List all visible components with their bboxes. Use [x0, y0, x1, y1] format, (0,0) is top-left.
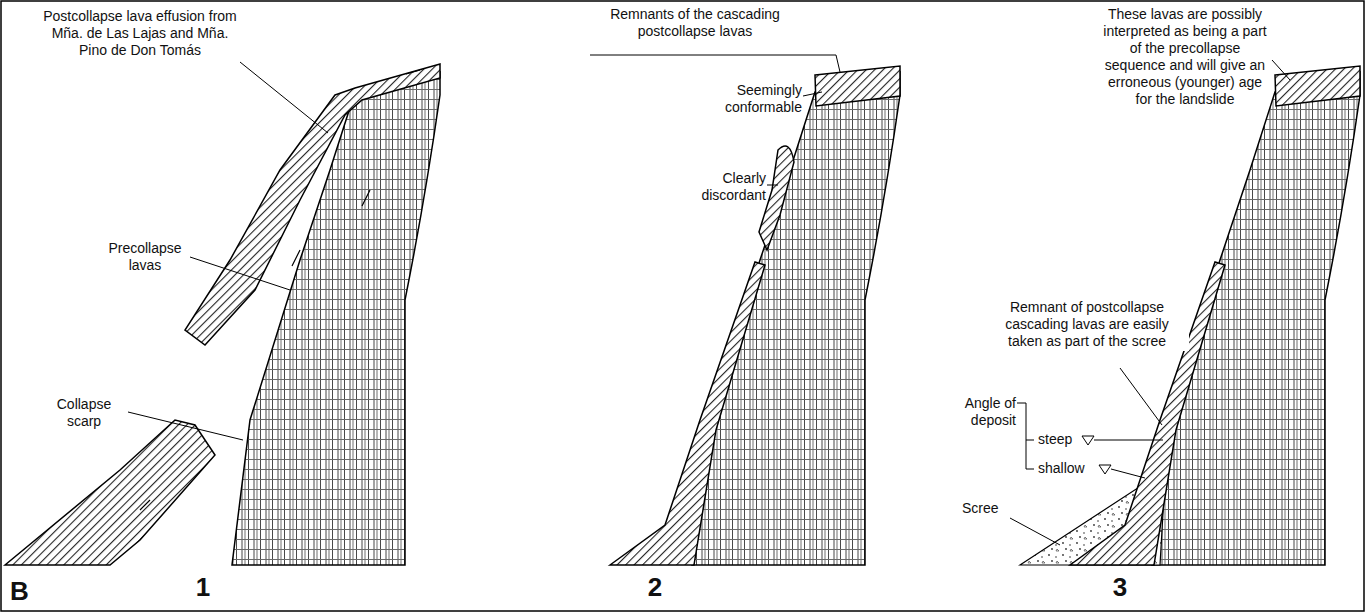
note-label: These lavas are possibly interpreted as …: [1100, 6, 1270, 108]
panel-2: [610, 66, 900, 565]
note-label: Postcollapse lava effusion from Mña. de …: [40, 8, 240, 59]
part-label: shallow: [1038, 460, 1098, 477]
part-label: Clearly discordant: [680, 170, 766, 204]
panel-1: [5, 62, 440, 565]
heading-label: Remnants of the cascading postcollapse l…: [600, 6, 790, 40]
panel-number: 1: [188, 572, 218, 602]
part-label: Scree: [962, 500, 1012, 517]
panel-number: 2: [640, 572, 670, 602]
part-label: Angle of deposit: [942, 395, 1016, 429]
note-label: Remnant of postcollapse cascading lavas …: [985, 298, 1189, 351]
panel-number: 3: [1105, 572, 1135, 602]
part-label: steep: [1038, 431, 1082, 448]
part-label: Collapse scarp: [40, 396, 128, 430]
part-label: Seemingly conformable: [700, 82, 802, 116]
panel-letter: B: [10, 576, 40, 606]
part-label: Precollapse lavas: [95, 240, 195, 274]
